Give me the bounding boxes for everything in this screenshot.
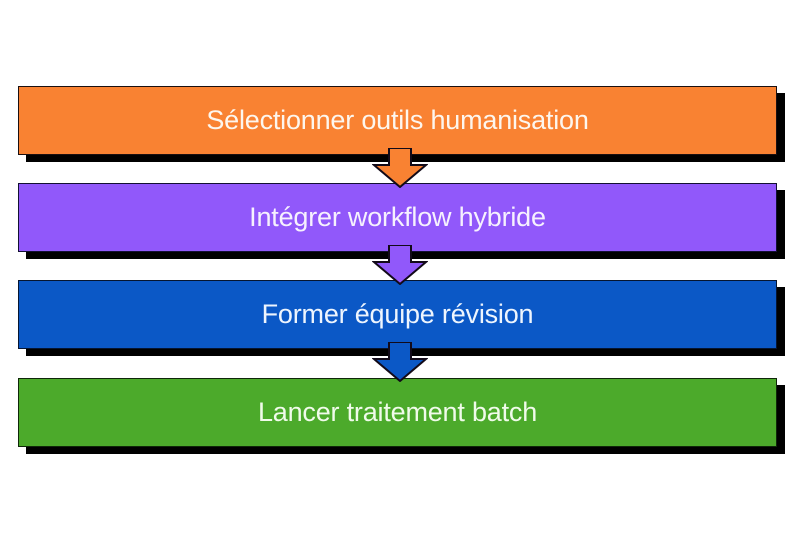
flow-step-4-label: Lancer traitement batch [257, 397, 538, 427]
down-arrow-icon [372, 245, 428, 285]
flow-step-4[interactable]: Lancer traitement batch [18, 378, 777, 447]
flow-step-1[interactable]: Sélectionner outils humanisation [18, 86, 777, 155]
flow-step-2-label: Intégrer workflow hybride [249, 202, 546, 232]
down-arrow-icon [372, 148, 428, 188]
flow-connector-arrow-3 [372, 342, 428, 382]
flow-step-3-label: Former équipe révision [261, 299, 534, 329]
flow-connector-arrow-2 [372, 245, 428, 285]
flow-step-1-label: Sélectionner outils humanisation [206, 105, 589, 135]
flow-step-3[interactable]: Former équipe révision [18, 280, 777, 349]
down-arrow-icon [372, 342, 428, 382]
flow-step-2[interactable]: Intégrer workflow hybride [18, 183, 777, 252]
flow-connector-arrow-1 [372, 148, 428, 188]
